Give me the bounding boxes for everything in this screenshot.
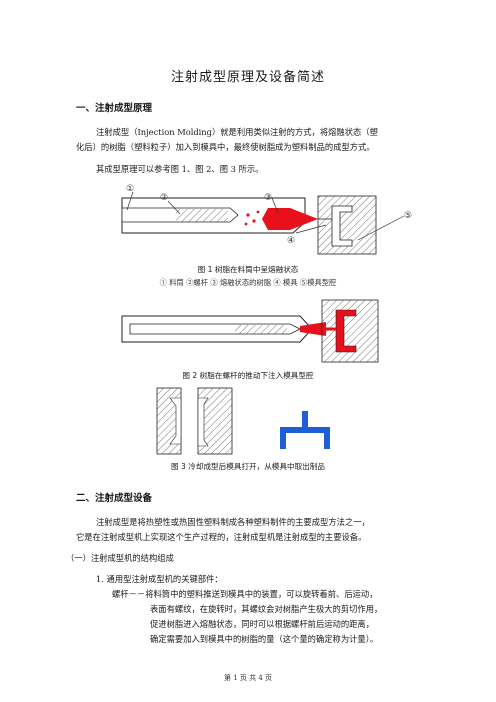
paragraph-line: 表面有螺纹，在旋转时，其螺纹会对树脂产生极大的剪切作用， xyxy=(150,604,383,614)
paragraph-line: 它是在注射成型机上实现这个生产过程的，注射成型机是注射成型的主要设备。 xyxy=(76,532,367,542)
molded-product xyxy=(280,411,330,449)
list-item: 1. 通用型注射成型机的关键部件： xyxy=(96,574,223,584)
mold-half-right xyxy=(197,387,233,455)
paragraph-line: 注射成型是将热塑性或热固性塑料制成各种塑料制件的主要成型方法之一， xyxy=(96,517,370,527)
paragraph-line: 其成型原理可以参考图 1、图 2、图 3 所示。 xyxy=(96,164,264,174)
page-footer: 第 1 页 共 4 页 xyxy=(223,674,273,682)
screw-thread-hatch xyxy=(176,209,228,222)
barrel-outline-2 xyxy=(121,315,313,343)
barrel-outline xyxy=(121,197,306,234)
figure-1-diagram: ① ② ③ ④ ⑤ xyxy=(121,184,412,255)
marker-3: ③ xyxy=(264,193,272,203)
paragraph-line: 促进树脂进入熔融状态，同时可以根据螺杆前后运动的距离， xyxy=(150,619,375,629)
section-heading: 一、注射成型原理 xyxy=(76,103,153,114)
mold-half-left xyxy=(156,387,182,455)
section-heading: 二、注射成型设备 xyxy=(76,493,153,504)
figure-1-legend: ① 料筒 ②螺杆 ③ 熔融状态的树脂 ④ 模具 ⑤模具型腔 xyxy=(159,278,337,287)
paragraph-line: 确定需要加入到模具中的树脂的量（这个量的确定称为计量）。 xyxy=(150,634,379,644)
figure-3-diagram xyxy=(156,387,330,455)
mold-2 xyxy=(321,299,379,363)
marker-1: ① xyxy=(126,184,134,194)
page-title: 注射成型原理及设备简述 xyxy=(170,70,325,85)
molten-resin xyxy=(262,208,318,230)
subsection-heading: （一）注射成型机的结构组成 xyxy=(66,553,174,563)
paragraph-line: 螺杆－－将料筒中的塑料推送到模具中的装置，可以旋转着前、后运动， xyxy=(112,589,378,599)
figure-2-diagram xyxy=(121,299,379,363)
mold xyxy=(317,195,377,255)
marker-5: ⑤ xyxy=(404,211,412,221)
figure-3-caption: 图 3 冷却成型后模具打开，从模具中取出制品 xyxy=(171,462,325,471)
figure-1-caption: 图 1 树脂在料筒中呈熔融状态 xyxy=(197,265,299,274)
resin-injection xyxy=(300,322,326,336)
paragraph-line: 化后）的树脂（塑料粒子）加入到模具中，最终使树脂成为塑料制品的成型方式。 xyxy=(76,142,375,152)
paragraph-line: 注射成型（Injection Molding）就是利用类似注射的方式，将熔融状态… xyxy=(96,127,378,137)
figure-2-caption: 图 2 树脂在螺杆的推动下注入模具型腔 xyxy=(182,371,314,380)
marker-2: ② xyxy=(160,193,168,203)
screw-thread-hatch-2 xyxy=(235,325,287,334)
marker-4: ④ xyxy=(287,236,295,246)
mold-cavity xyxy=(331,205,353,247)
filled-cavity xyxy=(335,309,357,353)
